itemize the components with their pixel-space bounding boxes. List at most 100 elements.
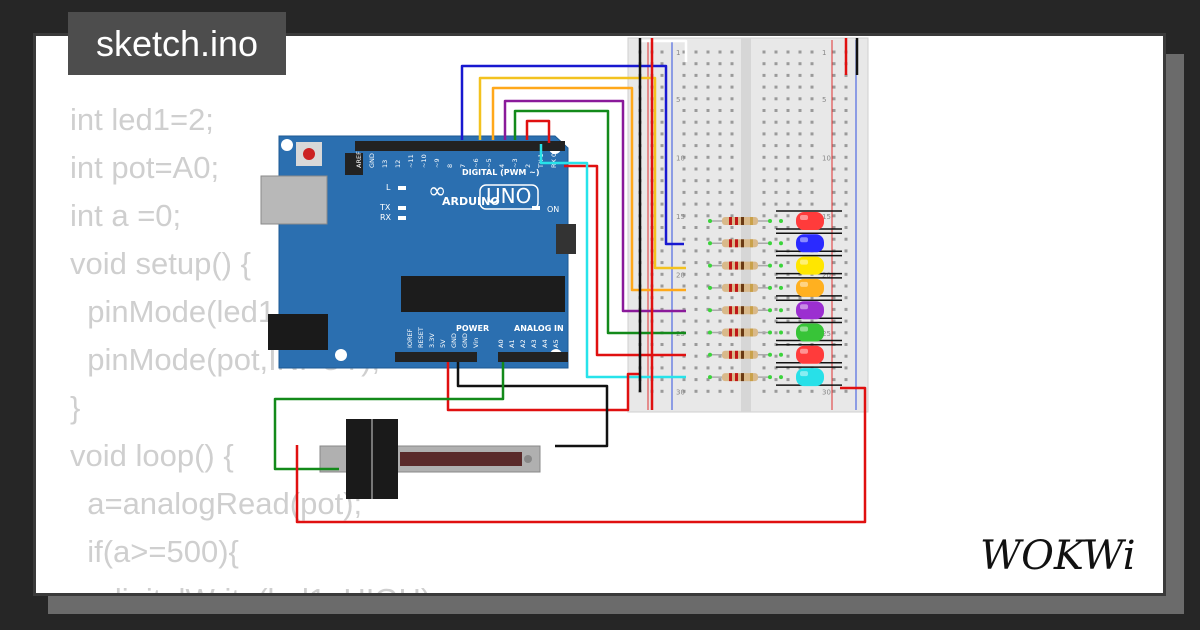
breadboard-hole[interactable] xyxy=(786,73,790,77)
breadboard-hole[interactable] xyxy=(706,155,710,159)
breadboard-hole[interactable] xyxy=(844,97,848,101)
breadboard-hole[interactable] xyxy=(694,366,698,370)
breadboard-hole[interactable] xyxy=(762,155,766,159)
breadboard-hole[interactable] xyxy=(718,389,722,393)
breadboard-hole[interactable] xyxy=(660,261,664,265)
breadboard-hole[interactable] xyxy=(798,73,802,77)
breadboard-hole[interactable] xyxy=(798,202,802,206)
breadboard-hole[interactable] xyxy=(694,307,698,311)
breadboard-hole[interactable] xyxy=(706,144,710,148)
breadboard-hole[interactable] xyxy=(730,202,734,206)
breadboard-hole[interactable] xyxy=(844,272,848,276)
breadboard-hole[interactable] xyxy=(682,378,686,382)
breadboard-hole[interactable] xyxy=(786,202,790,206)
breadboard-hole[interactable] xyxy=(810,144,814,148)
breadboard-hole[interactable] xyxy=(660,202,664,206)
breadboard-hole[interactable] xyxy=(786,354,790,358)
resistor[interactable] xyxy=(708,261,772,270)
breadboard-hole[interactable] xyxy=(682,366,686,370)
breadboard-hole[interactable] xyxy=(762,214,766,218)
resistor[interactable] xyxy=(708,283,772,292)
led[interactable] xyxy=(776,232,842,253)
breadboard-hole[interactable] xyxy=(682,132,686,136)
arduino-uno[interactable]: ARDUINO UNO ∞ DIGITAL (PWM ~) POWER ANAL… xyxy=(260,135,576,369)
resistor[interactable] xyxy=(708,328,772,337)
breadboard-hole[interactable] xyxy=(844,190,848,194)
breadboard-hole[interactable] xyxy=(682,97,686,101)
breadboard-hole[interactable] xyxy=(832,261,836,265)
breadboard-hole[interactable] xyxy=(774,389,778,393)
breadboard-hole[interactable] xyxy=(682,190,686,194)
breadboard-hole[interactable] xyxy=(810,50,814,54)
breadboard-hole[interactable] xyxy=(706,50,710,54)
breadboard-hole[interactable] xyxy=(660,237,664,241)
breadboard-hole[interactable] xyxy=(798,179,802,183)
breadboard-hole[interactable] xyxy=(832,284,836,288)
breadboard-hole[interactable] xyxy=(682,167,686,171)
breadboard-hole[interactable] xyxy=(774,109,778,112)
breadboard-hole[interactable] xyxy=(706,261,710,265)
breadboard-hole[interactable] xyxy=(694,202,698,206)
breadboard-hole[interactable] xyxy=(706,343,710,346)
breadboard-hole[interactable] xyxy=(730,73,734,77)
breadboard-hole[interactable] xyxy=(786,120,790,124)
breadboard-hole[interactable] xyxy=(786,109,790,112)
breadboard-hole[interactable] xyxy=(810,120,814,124)
breadboard-hole[interactable] xyxy=(706,319,710,323)
breadboard-hole[interactable] xyxy=(774,50,778,54)
breadboard-hole[interactable] xyxy=(832,307,836,311)
breadboard-hole[interactable] xyxy=(762,190,766,194)
breadboard-hole[interactable] xyxy=(832,237,836,241)
breadboard-hole[interactable] xyxy=(832,73,836,77)
breadboard-hole[interactable] xyxy=(660,226,664,229)
breadboard-hole[interactable] xyxy=(810,85,814,89)
breadboard-hole[interactable] xyxy=(682,109,686,112)
breadboard-hole[interactable] xyxy=(810,319,814,323)
breadboard-hole[interactable] xyxy=(706,73,710,77)
breadboard-hole[interactable] xyxy=(786,179,790,183)
breadboard-hole[interactable] xyxy=(832,214,836,218)
breadboard-hole[interactable] xyxy=(682,202,686,206)
breadboard-hole[interactable] xyxy=(832,167,836,171)
breadboard-hole[interactable] xyxy=(660,296,664,300)
breadboard-hole[interactable] xyxy=(798,120,802,124)
breadboard-hole[interactable] xyxy=(810,62,814,66)
breadboard-hole[interactable] xyxy=(762,354,766,358)
breadboard-hole[interactable] xyxy=(660,366,664,370)
breadboard-hole[interactable] xyxy=(844,307,848,311)
breadboard-hole[interactable] xyxy=(844,167,848,171)
breadboard-hole[interactable] xyxy=(694,284,698,288)
breadboard-hole[interactable] xyxy=(706,167,710,171)
breadboard-hole[interactable] xyxy=(786,155,790,159)
breadboard-hole[interactable] xyxy=(774,296,778,300)
breadboard-hole[interactable] xyxy=(694,331,698,335)
breadboard-hole[interactable] xyxy=(844,284,848,288)
breadboard-hole[interactable] xyxy=(694,132,698,136)
breadboard-hole[interactable] xyxy=(786,62,790,66)
breadboard-hole[interactable] xyxy=(660,249,664,253)
breadboard-hole[interactable] xyxy=(786,85,790,89)
breadboard-hole[interactable] xyxy=(694,167,698,171)
breadboard-hole[interactable] xyxy=(762,202,766,206)
breadboard-hole[interactable] xyxy=(762,249,766,253)
breadboard-hole[interactable] xyxy=(694,73,698,77)
breadboard-hole[interactable] xyxy=(706,179,710,183)
breadboard-hole[interactable] xyxy=(810,389,814,393)
breadboard-hole[interactable] xyxy=(786,331,790,335)
breadboard-hole[interactable] xyxy=(810,167,814,171)
breadboard-hole[interactable] xyxy=(774,366,778,370)
resistor[interactable] xyxy=(708,306,772,315)
breadboard-hole[interactable] xyxy=(718,272,722,276)
breadboard-hole[interactable] xyxy=(718,179,722,183)
breadboard-hole[interactable] xyxy=(762,132,766,136)
breadboard-hole[interactable] xyxy=(694,237,698,241)
breadboard-hole[interactable] xyxy=(706,284,710,288)
breadboard-hole[interactable] xyxy=(832,62,836,66)
breadboard-hole[interactable] xyxy=(786,261,790,265)
breadboard-hole[interactable] xyxy=(706,272,710,276)
breadboard-hole[interactable] xyxy=(706,237,710,241)
breadboard-hole[interactable] xyxy=(810,155,814,159)
breadboard-hole[interactable] xyxy=(844,109,848,112)
breadboard-hole[interactable] xyxy=(786,167,790,171)
breadboard-hole[interactable] xyxy=(660,307,664,311)
